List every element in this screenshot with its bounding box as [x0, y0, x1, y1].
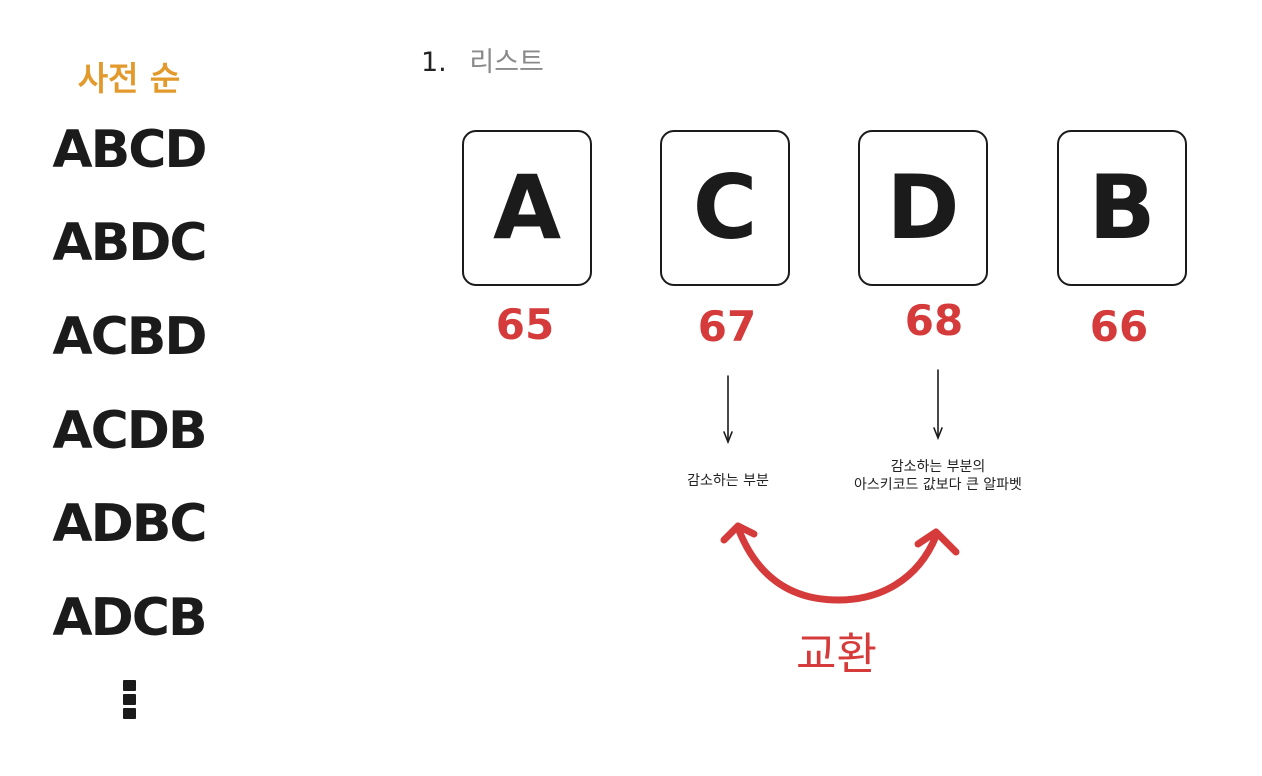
- permutation-list-panel: 사전 순 ABCD ABDC ACBD ACDB ADBC ADCB: [0, 0, 258, 776]
- permutation-item: ABCD: [52, 120, 207, 180]
- permutation-item: ACBD: [52, 307, 207, 367]
- swap-label: 교환: [796, 629, 877, 680]
- letter-card-a: A: [462, 130, 592, 286]
- card-letter: D: [886, 156, 960, 259]
- letter-card-d: D: [858, 130, 988, 286]
- ascii-code-d: 68: [904, 296, 964, 345]
- ascii-code-c: 67: [697, 302, 757, 351]
- section-heading: 1. 리스트: [421, 40, 544, 79]
- permutation-item: ABDC: [52, 213, 207, 273]
- ascii-code-b: 66: [1089, 302, 1149, 351]
- arrow-head: [723, 431, 733, 445]
- letter-card-c: C: [660, 130, 790, 286]
- permutation-item: ADCB: [52, 588, 207, 648]
- decreasing-part-note: 감소하는 부분: [687, 473, 769, 489]
- card-letter: A: [492, 156, 562, 259]
- vertical-ellipsis-icon: [123, 680, 137, 722]
- permutation-item: ADBC: [52, 494, 207, 554]
- permutation-item: ACDB: [52, 401, 207, 461]
- card-letter: B: [1088, 156, 1156, 259]
- card-letter: C: [692, 156, 758, 259]
- lexicographic-order-title: 사전 순: [77, 59, 181, 98]
- larger-letter-note: 감소하는 부분의 아스키코드 값보다 큰 알파벳: [838, 458, 1038, 494]
- ascii-code-a: 65: [495, 300, 555, 349]
- list-heading-text: 리스트: [469, 47, 544, 78]
- letter-card-b: B: [1057, 130, 1187, 286]
- arrow-head: [933, 427, 943, 441]
- note-line: 감소하는 부분의: [890, 459, 986, 475]
- note-line: 아스키코드 값보다 큰 알파벳: [854, 477, 1022, 493]
- swap-arrow-icon: [720, 522, 960, 604]
- list-number: 1.: [421, 47, 447, 78]
